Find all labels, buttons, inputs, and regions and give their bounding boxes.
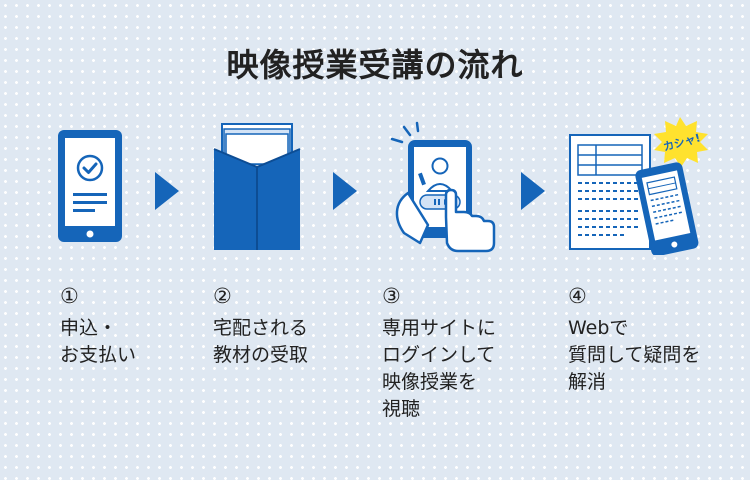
page-title: 映像授業受講の流れ [226, 46, 524, 84]
photo-question-icon: カシャ! [569, 117, 708, 255]
step-line: 専用サイトに [382, 316, 497, 339]
step-3-text: ③ 専用サイトに ログインして 映像授業を 視聴 [382, 282, 496, 423]
step-2-text: ② 宅配される 教材の受取 [213, 282, 308, 369]
step-number: ① [60, 284, 79, 308]
video-lesson-phone-icon [390, 121, 496, 253]
step-number: ③ [382, 284, 401, 308]
next-arrow-1 [155, 172, 179, 214]
textbook-package-icon [213, 123, 301, 250]
step-line: Webで [568, 316, 629, 339]
step-line: 映像授業を [382, 370, 478, 393]
next-arrow-3 [521, 172, 545, 214]
step-line: ログインして [382, 343, 496, 366]
step-line: 宅配される [213, 316, 309, 339]
step-line: 申込・ [60, 316, 118, 339]
step-line: 質問して疑問を [568, 343, 701, 366]
step-1-text: ① 申込・ お支払い [60, 282, 136, 369]
step-line: 教材の受取 [213, 343, 309, 366]
step-4-text: ④ Webで 質問して疑問を 解消 [568, 282, 700, 396]
step-line: お支払い [60, 343, 137, 366]
step-number: ② [213, 284, 232, 308]
step-line: 解消 [568, 370, 607, 393]
smartphone-check-icon [58, 130, 122, 242]
step-number: ④ [568, 284, 587, 308]
next-arrow-2 [333, 172, 357, 214]
step-line: 視聴 [382, 397, 421, 420]
